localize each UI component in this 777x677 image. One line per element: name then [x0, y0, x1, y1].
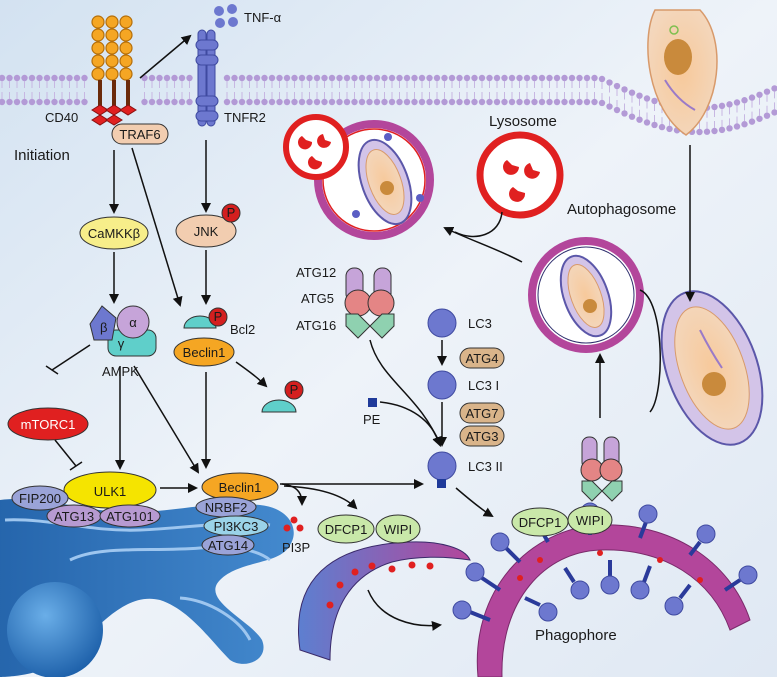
svg-text:CaMKKβ: CaMKKβ [88, 226, 140, 241]
svg-text:DFCP1: DFCP1 [325, 522, 368, 537]
autophagosome [528, 237, 644, 353]
beclin1-node-top: Beclin1 [173, 337, 235, 367]
lc3-i-label: LC3 I [468, 378, 499, 393]
bcl2-label: Bcl2 [230, 322, 255, 337]
wipi-node-b: WIPI [567, 505, 613, 535]
released-bcl2-phospho: P [290, 382, 299, 397]
jnk-node: JNK [175, 214, 237, 248]
mtorc1-node: mTORC1 [7, 407, 89, 441]
svg-text:FIP200: FIP200 [19, 491, 61, 506]
pe-label: PE [363, 412, 381, 427]
svg-text:P: P [214, 309, 223, 324]
svg-text:P: P [227, 205, 236, 220]
svg-text:ATG3: ATG3 [466, 429, 499, 444]
tnf-alpha-label: TNF-α [244, 10, 282, 25]
svg-text:α: α [129, 315, 137, 330]
tnfr2-receptor [195, 29, 219, 127]
svg-text:TRAF6: TRAF6 [119, 127, 160, 142]
wipi-node-a: WIPI [375, 514, 421, 544]
atg5-label: ATG5 [301, 291, 334, 306]
svg-text:ATG14: ATG14 [208, 538, 248, 553]
lysosome [476, 131, 564, 219]
cd40-label: CD40 [45, 110, 78, 125]
svg-text:NRBF2: NRBF2 [205, 500, 248, 515]
dfcp1-node-b: DFCP1 [511, 507, 569, 537]
atg101-node: ATG101 [99, 504, 161, 528]
phagophore-label: Phagophore [535, 627, 617, 644]
pi3kc3-node: PI3KC3 [203, 515, 269, 537]
svg-text:WIPI: WIPI [576, 513, 604, 528]
plasma-membrane [0, 74, 777, 136]
svg-text:γ: γ [118, 336, 125, 351]
lc3-ii-label: LC3 II [468, 459, 503, 474]
tnfr2-label: TNFR2 [224, 110, 266, 125]
svg-text:Beclin1: Beclin1 [219, 480, 262, 495]
nucleus [7, 582, 103, 677]
inhibition-lines [45, 344, 91, 471]
traf6-node: TRAF6 [111, 123, 169, 145]
pathway-arrows [109, 34, 695, 631]
cd40-receptor [91, 15, 137, 126]
jnk-phospho-badge: P [221, 203, 241, 223]
svg-text:ATG4: ATG4 [466, 351, 499, 366]
atg12-atg5-atg16-complex [344, 267, 395, 339]
svg-text:ATG13: ATG13 [54, 509, 94, 524]
lc3-label: LC3 [468, 316, 492, 331]
pi3p-dots-er [283, 516, 304, 532]
beclin1-node-bottom: Beclin1 [201, 472, 279, 502]
lysosome-merging [283, 114, 349, 180]
svg-text:Beclin1: Beclin1 [183, 345, 226, 360]
atg4-node: ATG4 [459, 347, 505, 369]
dfcp1-node-a: DFCP1 [317, 514, 375, 544]
phagophore [452, 502, 758, 677]
svg-text:ATG101: ATG101 [106, 509, 153, 524]
svg-text:JNK: JNK [194, 224, 219, 239]
released-bcl2: P [261, 380, 304, 413]
tnf-alpha-molecule [214, 4, 238, 28]
lc3-i-node [427, 370, 457, 400]
initiation-label: Initiation [14, 147, 70, 164]
nrbf2-node: NRBF2 [195, 496, 257, 518]
bcl2-phospho-badge: P [208, 307, 228, 327]
lc3-node [427, 308, 457, 338]
lysosome-label: Lysosome [489, 113, 557, 130]
autophagosome-label: Autophagosome [567, 201, 676, 218]
svg-text:mTORC1: mTORC1 [21, 417, 76, 432]
svg-text:β: β [100, 320, 107, 335]
atg7-node: ATG7 [459, 402, 505, 424]
atg14-node: ATG14 [201, 534, 255, 556]
ulk1-label: ULK1 [94, 484, 127, 499]
svg-text:PI3KC3: PI3KC3 [214, 519, 259, 534]
ampk-complex: γ β α [89, 305, 157, 357]
omegasome [298, 541, 471, 661]
atg16-label: ATG16 [296, 318, 336, 333]
parasitophorous-vacuole [660, 290, 764, 446]
fip200-node: FIP200 [11, 485, 69, 511]
atg3-node: ATG3 [459, 425, 505, 447]
lc3-ii-node [427, 451, 457, 488]
svg-text:ATG7: ATG7 [466, 406, 499, 421]
pi3p-label: PI3P [282, 540, 310, 555]
svg-text:WIPI: WIPI [384, 522, 412, 537]
svg-text:DFCP1: DFCP1 [519, 515, 562, 530]
atg13-node: ATG13 [46, 504, 102, 528]
pe-marker [368, 398, 377, 407]
parasite-entering-cell [647, 9, 718, 136]
atg12-label: ATG12 [296, 265, 336, 280]
ulk1-complex: ULK1 [63, 471, 157, 509]
camkk-beta-node: CaMKKβ [79, 216, 149, 250]
atg16-complex-on-phagophore [580, 436, 623, 502]
